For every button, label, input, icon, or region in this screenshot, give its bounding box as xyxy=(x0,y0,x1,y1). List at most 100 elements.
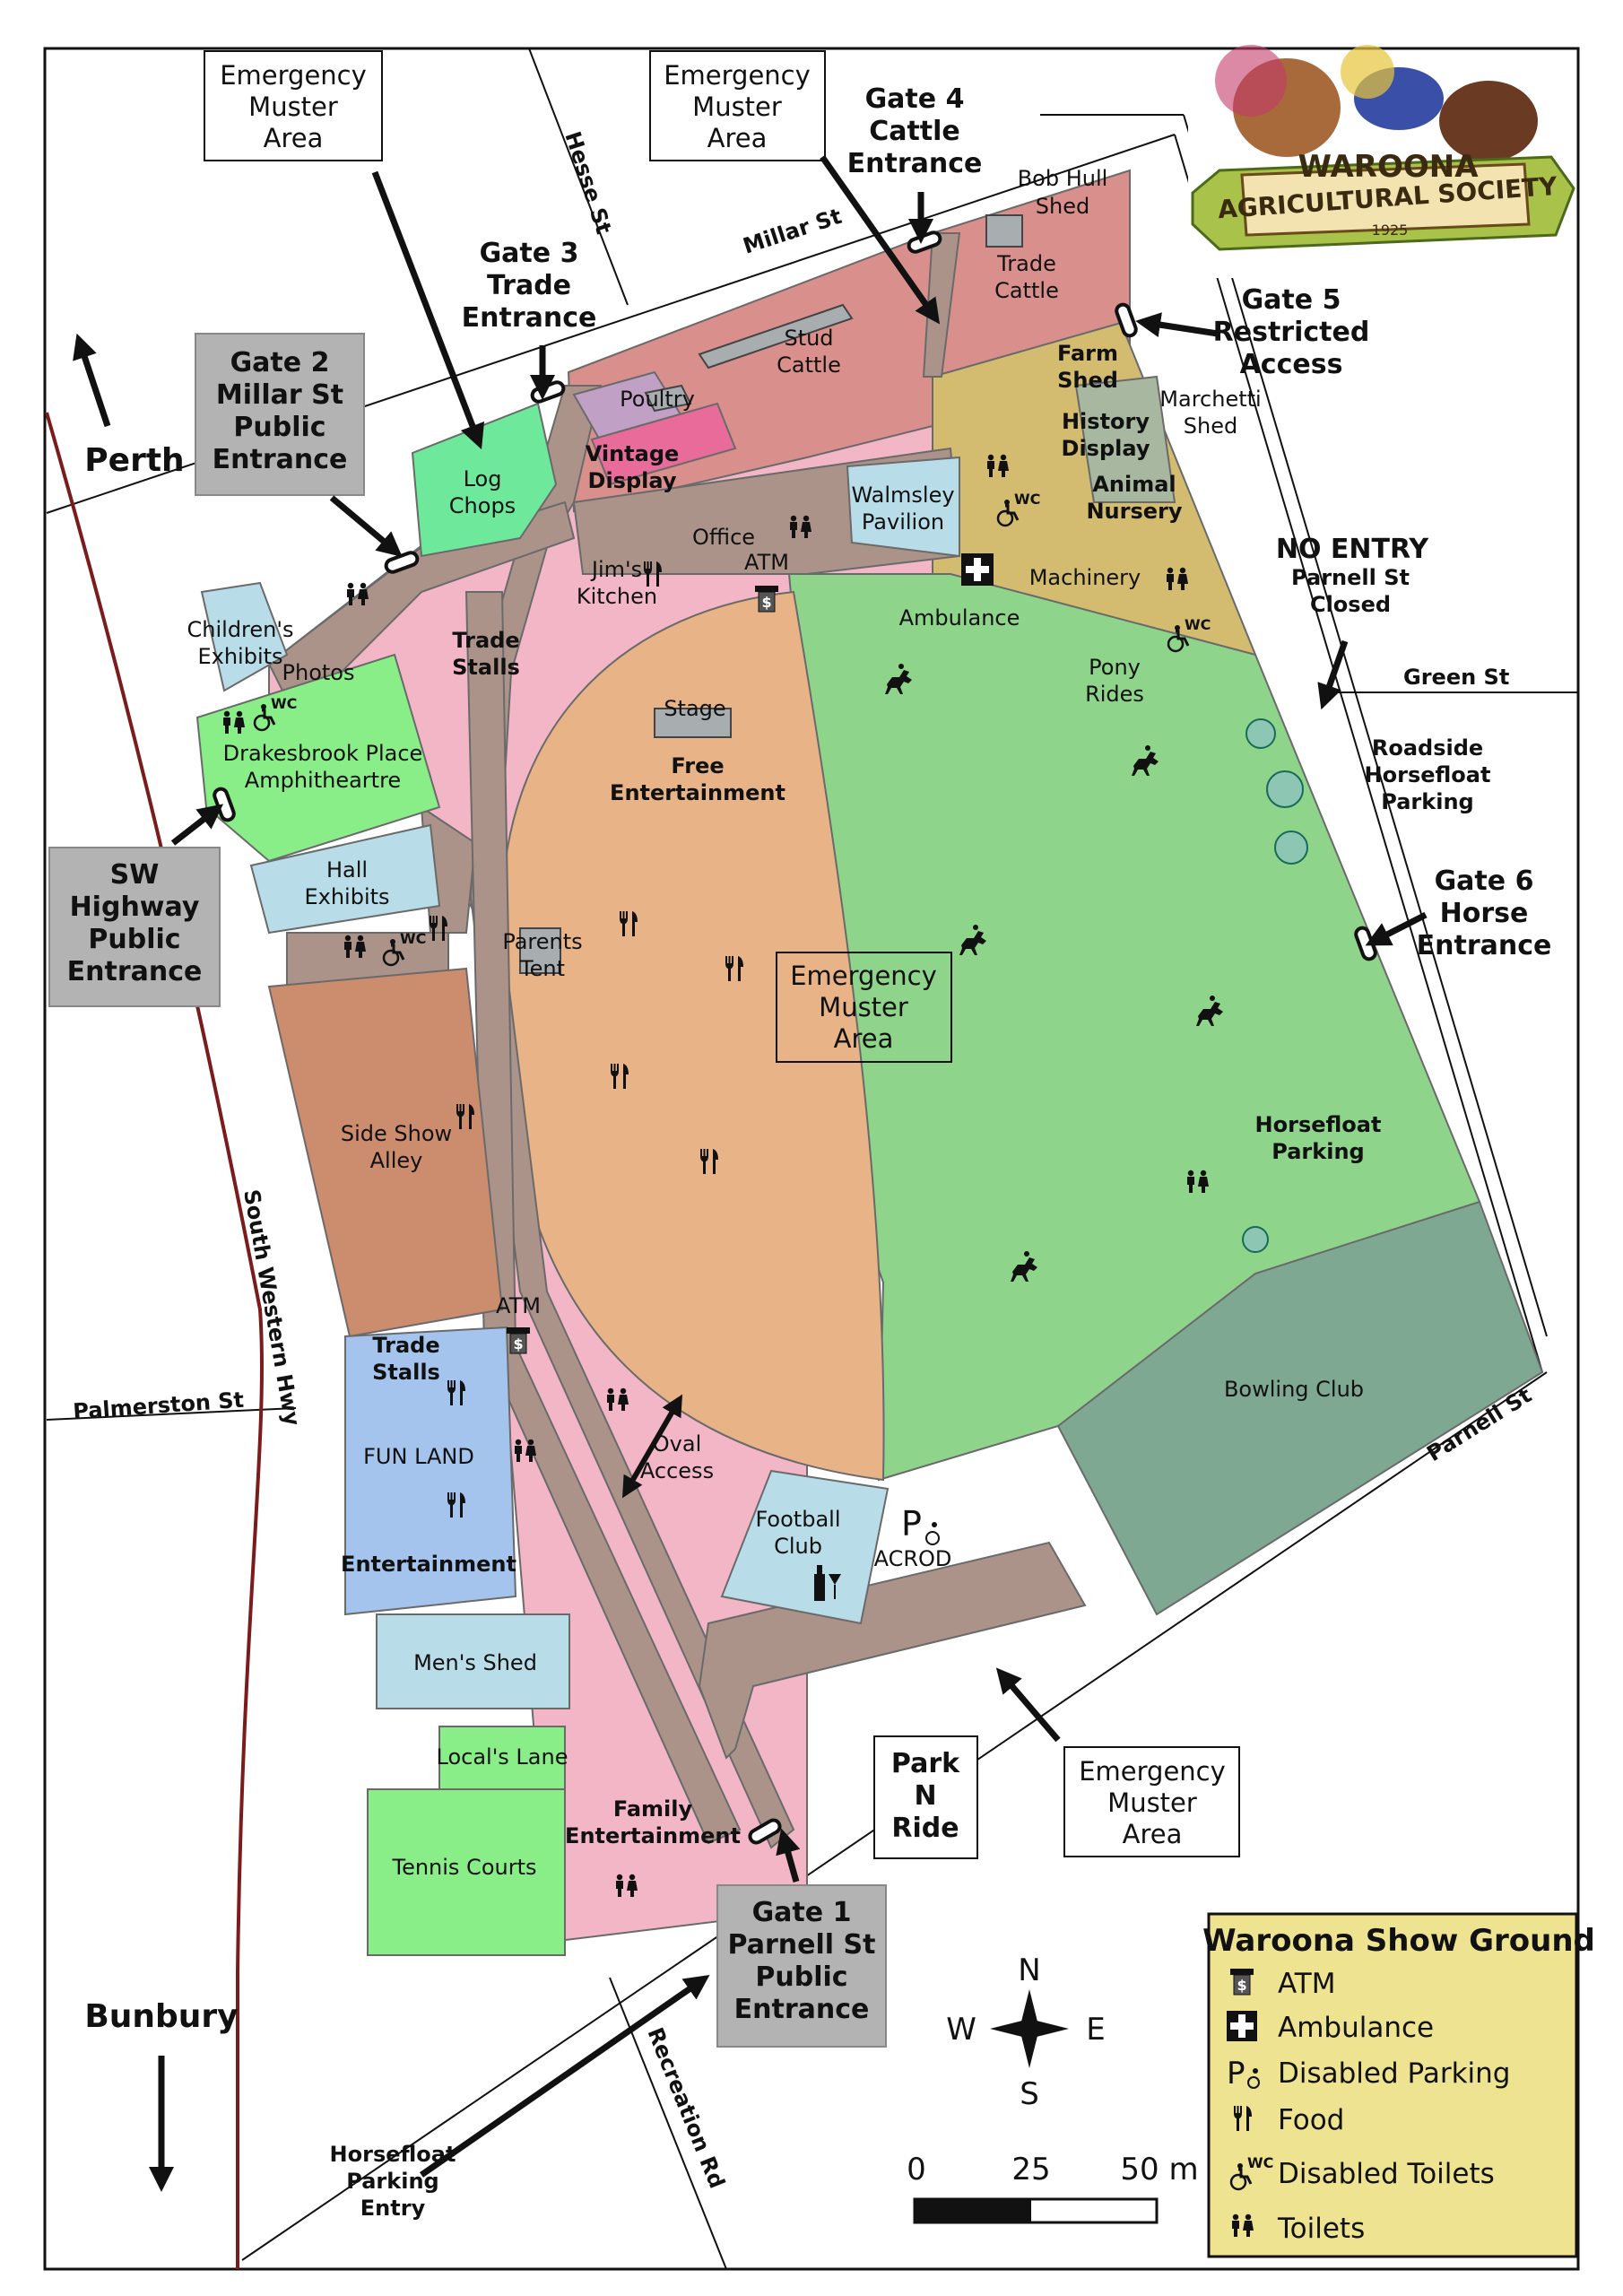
svg-text:Parking: Parking xyxy=(1271,1139,1364,1164)
svg-text:Muster: Muster xyxy=(248,91,338,122)
svg-text:1925: 1925 xyxy=(1372,222,1409,239)
svg-text:Nursery: Nursery xyxy=(1086,499,1182,524)
svg-text:Parnell St: Parnell St xyxy=(1291,565,1410,590)
svg-text:Rides: Rides xyxy=(1085,682,1144,707)
svg-text:Gate 4: Gate 4 xyxy=(865,83,965,115)
svg-text:Children's: Children's xyxy=(187,617,294,642)
svg-text:Emergency: Emergency xyxy=(1079,1756,1226,1787)
legend: Waroona Show Ground ATM Ambulance P Disa… xyxy=(1202,1912,1595,2258)
muster-box-b: Emergency Muster Area xyxy=(649,50,826,161)
svg-text:Entrance: Entrance xyxy=(1417,930,1552,961)
svg-text:Cattle: Cattle xyxy=(777,352,841,378)
svg-text:Office: Office xyxy=(692,525,755,550)
svg-text:Tent: Tent xyxy=(519,956,565,981)
svg-text:Stalls: Stalls xyxy=(372,1360,440,1385)
area-labels: Log Chops Poultry Vintage Display Stud C… xyxy=(187,166,1382,1880)
vintage-zone xyxy=(590,402,737,486)
svg-text:Muster: Muster xyxy=(819,992,908,1022)
svg-text:N: N xyxy=(1018,1952,1040,1988)
svg-text:Bunbury: Bunbury xyxy=(84,1998,238,2035)
gate6-label: Gate 6 Horse Entrance xyxy=(1417,865,1552,961)
svg-text:Animal: Animal xyxy=(1092,472,1176,497)
svg-text:Side Show: Side Show xyxy=(341,1121,452,1146)
svg-text:Entrance: Entrance xyxy=(462,302,597,334)
sw-highway xyxy=(45,412,265,2269)
svg-text:Horsefloat: Horsefloat xyxy=(330,2142,456,2167)
society-logo: WAROONA AGRICULTURAL SOCIETY 1925 xyxy=(1188,45,1575,278)
svg-text:S: S xyxy=(1020,2076,1039,2112)
svg-text:Perth: Perth xyxy=(84,442,184,479)
legend-toilets: Toilets xyxy=(1277,2213,1365,2245)
svg-text:Park: Park xyxy=(891,1748,960,1779)
svg-text:Public: Public xyxy=(233,412,325,443)
svg-text:Muster: Muster xyxy=(692,91,782,122)
svg-text:Emergency: Emergency xyxy=(220,60,367,91)
svg-text:Hall: Hall xyxy=(326,857,368,883)
childrens-zone xyxy=(200,581,289,692)
gate2-box: Gate 2 Millar St Public Entrance xyxy=(195,333,365,496)
svg-text:Pavilion: Pavilion xyxy=(862,509,944,535)
atm-icon xyxy=(1229,1968,1254,1996)
buildings xyxy=(519,214,1023,974)
svg-text:Entertainment: Entertainment xyxy=(565,1823,741,1848)
locals-lane-zone xyxy=(438,1726,566,1790)
svg-text:Shed: Shed xyxy=(1057,368,1118,393)
legend-title: Waroona Show Ground xyxy=(1202,1923,1595,1959)
svg-text:Emergency: Emergency xyxy=(664,60,811,91)
svg-text:0: 0 xyxy=(907,2152,926,2187)
legend-food: Food xyxy=(1278,2104,1344,2136)
logchops-zone xyxy=(411,402,558,558)
svg-text:Stalls: Stalls xyxy=(452,655,520,680)
svg-text:Chops: Chops xyxy=(449,493,516,518)
svg-text:Entrance: Entrance xyxy=(847,148,983,179)
arrows xyxy=(73,154,1428,2192)
legend-ambulance: Ambulance xyxy=(1278,2012,1434,2044)
svg-text:Restricted: Restricted xyxy=(1213,317,1370,348)
svg-text:Tennis Courts: Tennis Courts xyxy=(391,1855,536,1880)
gate1-box: Gate 1 Parnell St Public Entrance xyxy=(716,1884,887,2048)
notices: NO ENTRY Parnell St Closed Roadside Hors… xyxy=(330,534,1491,2221)
svg-text:Horsefloat: Horsefloat xyxy=(1365,762,1491,787)
svg-text:Public: Public xyxy=(88,924,180,955)
svg-text:ATM: ATM xyxy=(744,550,789,575)
svg-text:E: E xyxy=(1086,2012,1105,2048)
football-zone xyxy=(720,1469,890,1625)
svg-text:Free: Free xyxy=(671,753,724,778)
svg-text:Entry: Entry xyxy=(360,2196,426,2221)
svg-text:Shed: Shed xyxy=(1184,413,1237,439)
svg-text:Local's Lane: Local's Lane xyxy=(437,1744,568,1770)
amphitheatre-zone xyxy=(195,653,441,863)
svg-text:Cattle: Cattle xyxy=(869,116,960,147)
svg-text:Oval: Oval xyxy=(653,1431,701,1457)
svg-text:Green St: Green St xyxy=(1403,665,1509,690)
svg-text:Parnell St: Parnell St xyxy=(728,1929,876,1961)
history-zone xyxy=(1074,375,1176,503)
svg-text:Highway: Highway xyxy=(70,891,200,923)
ambulance-icon xyxy=(1227,2011,1257,2041)
ambulance-icon xyxy=(961,553,994,586)
acrod-parking-icon: P xyxy=(901,1504,940,1545)
svg-text:Emergency: Emergency xyxy=(790,961,937,991)
svg-text:Gate 2: Gate 2 xyxy=(230,347,330,378)
funland-zone xyxy=(344,1326,517,1616)
svg-text:Amphitheartre: Amphitheartre xyxy=(245,768,401,793)
svg-text:History: History xyxy=(1062,409,1150,434)
svg-text:ATM: ATM xyxy=(496,1293,541,1318)
svg-text:Farm: Farm xyxy=(1057,341,1118,366)
svg-text:Muster: Muster xyxy=(1107,1787,1197,1818)
svg-text:Gate 5: Gate 5 xyxy=(1242,284,1341,316)
svg-text:Ambulance: Ambulance xyxy=(899,605,1020,631)
svg-text:Gate 3: Gate 3 xyxy=(480,238,579,269)
svg-text:Alley: Alley xyxy=(370,1148,423,1173)
svg-text:25: 25 xyxy=(1011,2152,1050,2187)
svg-text:Drakesbrook Place: Drakesbrook Place xyxy=(223,741,423,766)
svg-text:Area: Area xyxy=(1123,1819,1183,1849)
svg-text:Photos: Photos xyxy=(282,660,355,685)
svg-text:Exhibits: Exhibits xyxy=(304,884,389,909)
svg-text:Marchetti: Marchetti xyxy=(1159,387,1261,412)
svg-text:FUN LAND: FUN LAND xyxy=(363,1444,474,1469)
muster-box-c: Emergency Muster Area xyxy=(776,952,952,1063)
svg-text:Kitchen: Kitchen xyxy=(577,584,657,609)
svg-text:Club: Club xyxy=(774,1534,822,1559)
svg-text:Gate 1: Gate 1 xyxy=(752,1897,852,1928)
